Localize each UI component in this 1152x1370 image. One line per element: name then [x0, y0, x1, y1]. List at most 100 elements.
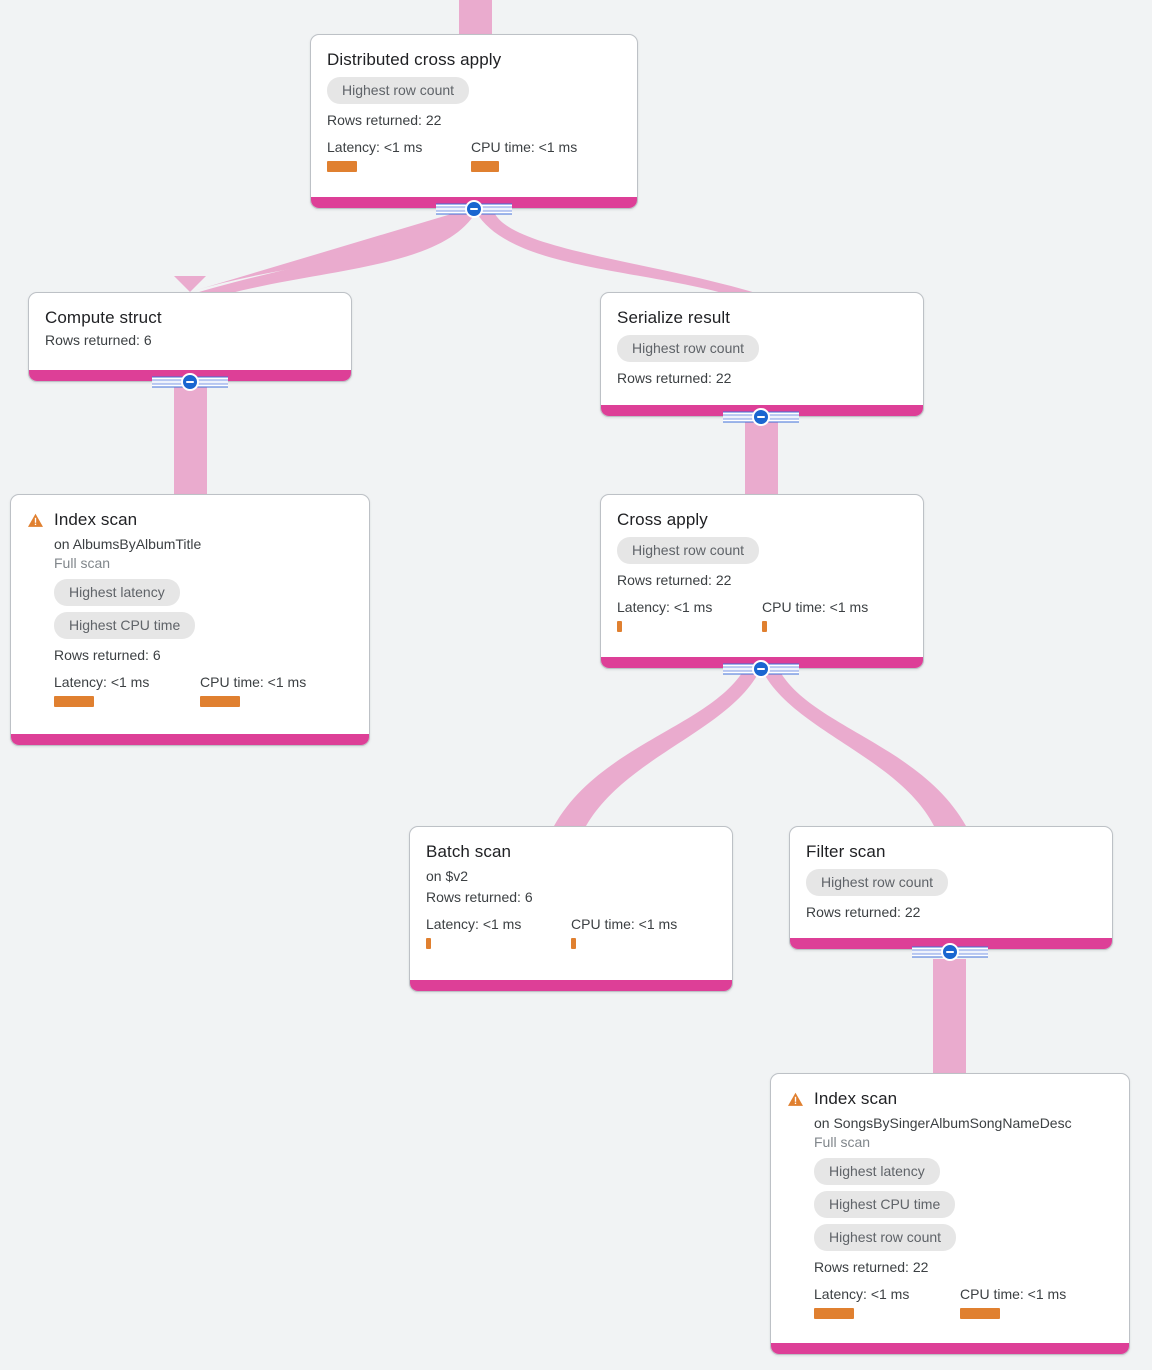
node-chips: Highest latency Highest CPU time [54, 579, 353, 639]
metric-cpu-label: CPU time: <1 ms [571, 916, 678, 932]
metric-latency-bar [327, 161, 357, 172]
node-rows-returned: Rows returned: 22 [806, 904, 921, 920]
edge-incoming-root [459, 0, 492, 36]
node-header: Compute struct [45, 307, 335, 329]
metric-cpu-label: CPU time: <1 ms [960, 1286, 1067, 1302]
node-footer-bar [771, 1343, 1129, 1354]
metric-cpu-bar [762, 621, 767, 632]
metric-latency: Latency: <1 ms [426, 916, 571, 949]
node-rows-returned: Rows returned: 22 [617, 370, 732, 386]
minus-icon [181, 373, 199, 391]
chip-highest-latency: Highest latency [54, 579, 180, 606]
plan-node-serialize-result[interactable]: Serialize result Highest row count Rows … [600, 292, 924, 417]
collapse-toggle-filter-scan[interactable] [912, 941, 988, 963]
node-details: on AlbumsByAlbumTitle Full scan Highest … [27, 535, 353, 707]
minus-icon [752, 660, 770, 678]
node-footer-bar [11, 734, 369, 745]
chip-highest-row-count: Highest row count [617, 537, 760, 564]
node-metrics: Latency: <1 ms CPU time: <1 ms [617, 599, 907, 632]
plan-node-cross-apply[interactable]: Cross apply Highest row count Rows retur… [600, 494, 924, 669]
node-header: Distributed cross apply [327, 49, 621, 71]
node-content: Filter scan Highest row count Rows retur… [790, 827, 1112, 934]
node-rows-returned: Rows returned: 22 [327, 112, 442, 128]
minus-icon [752, 408, 770, 426]
plan-node-index-scan-albums[interactable]: Index scan on AlbumsByAlbumTitle Full sc… [10, 494, 370, 746]
node-rows-returned: Rows returned: 22 [814, 1259, 929, 1275]
node-title: Index scan [54, 510, 138, 529]
plan-node-compute-struct[interactable]: Compute struct Rows returned: 6 [28, 292, 352, 382]
node-subtitle: on AlbumsByAlbumTitle [54, 536, 202, 552]
metric-latency-label: Latency: <1 ms [617, 599, 713, 615]
node-header: Serialize result [617, 307, 907, 329]
collapse-toggle-cross-apply[interactable] [723, 658, 799, 680]
chip-highest-row-count: Highest row count [617, 335, 760, 362]
node-title: Distributed cross apply [327, 50, 502, 69]
node-content: Batch scan on $v2 Rows returned: 6 Laten… [410, 827, 732, 961]
warning-icon [787, 1092, 804, 1106]
node-title: Filter scan [806, 842, 886, 861]
chip-highest-row-count: Highest row count [327, 77, 470, 104]
node-chips: Highest latency Highest CPU time Highest… [814, 1158, 1113, 1251]
edge-compute-struct-to-index-scan [174, 383, 207, 495]
metric-cpu-bar [960, 1308, 1000, 1319]
node-header: Index scan [27, 509, 353, 531]
chip-highest-cpu-time: Highest CPU time [54, 612, 196, 639]
metric-latency-bar [814, 1308, 854, 1319]
collapse-toggle-serialize-result[interactable] [723, 406, 799, 428]
metric-cpu-time: CPU time: <1 ms [200, 674, 306, 707]
edge-filter-scan-to-index-scan [933, 959, 966, 1075]
node-chips: Highest row count [327, 77, 621, 104]
node-header: Filter scan [806, 841, 1096, 863]
node-details: on SongsBySingerAlbumSongNameDesc Full s… [787, 1114, 1113, 1319]
node-subtitle: on $v2 [426, 868, 469, 884]
node-title: Index scan [814, 1089, 898, 1108]
node-rows-returned: Rows returned: 22 [617, 572, 732, 588]
metric-latency-label: Latency: <1 ms [327, 139, 423, 155]
metric-cpu-time: CPU time: <1 ms [471, 139, 577, 172]
plan-node-batch-scan[interactable]: Batch scan on $v2 Rows returned: 6 Laten… [409, 826, 733, 992]
node-metrics: Latency: <1 ms CPU time: <1 ms [327, 139, 621, 172]
metric-cpu-time: CPU time: <1 ms [762, 599, 868, 632]
node-content: Serialize result Highest row count Rows … [601, 293, 923, 400]
plan-node-distributed-cross-apply[interactable]: Distributed cross apply Highest row coun… [310, 34, 638, 209]
chip-highest-row-count: Highest row count [814, 1224, 957, 1251]
node-chips: Highest row count [806, 869, 1096, 896]
metric-latency-label: Latency: <1 ms [814, 1286, 910, 1302]
collapse-toggle-compute-struct[interactable] [152, 371, 228, 393]
chip-highest-latency: Highest latency [814, 1158, 940, 1185]
node-metrics: Latency: <1 ms CPU time: <1 ms [814, 1286, 1113, 1319]
node-content: Index scan on AlbumsByAlbumTitle Full sc… [11, 495, 369, 719]
warning-icon [27, 513, 44, 527]
plan-node-filter-scan[interactable]: Filter scan Highest row count Rows retur… [789, 826, 1113, 950]
metric-latency-bar [426, 938, 431, 949]
metric-latency: Latency: <1 ms [54, 674, 200, 707]
metric-cpu-time: CPU time: <1 ms [960, 1286, 1066, 1319]
node-footer-bar [410, 980, 732, 991]
collapse-toggle-distributed-cross-apply[interactable] [436, 198, 512, 220]
metric-cpu-label: CPU time: <1 ms [471, 139, 578, 155]
node-title: Serialize result [617, 308, 731, 327]
node-header: Batch scan [426, 841, 716, 863]
node-title: Compute struct [45, 308, 162, 327]
chip-highest-cpu-time: Highest CPU time [814, 1191, 956, 1218]
edge-cross-apply-to-filter-scan-band [761, 668, 966, 842]
node-content: Compute struct Rows returned: 6 [29, 293, 351, 362]
metric-cpu-bar [571, 938, 576, 949]
node-title: Cross apply [617, 510, 708, 529]
edge-cross-apply-to-batch-scan-band [554, 668, 761, 842]
plan-node-index-scan-songs[interactable]: Index scan on SongsBySingerAlbumSongName… [770, 1073, 1130, 1355]
node-content: Distributed cross apply Highest row coun… [311, 35, 637, 184]
node-content: Index scan on SongsBySingerAlbumSongName… [771, 1074, 1129, 1331]
metric-latency: Latency: <1 ms [617, 599, 762, 632]
node-scan-note: Full scan [54, 555, 111, 571]
node-rows-returned: Rows returned: 6 [426, 889, 533, 905]
node-chips: Highest row count [617, 537, 907, 564]
metric-cpu-label: CPU time: <1 ms [200, 674, 307, 690]
chip-highest-row-count: Highest row count [806, 869, 949, 896]
node-header: Cross apply [617, 509, 907, 531]
node-metrics: Latency: <1 ms CPU time: <1 ms [426, 916, 716, 949]
metric-latency-bar [617, 621, 622, 632]
metric-cpu-bar [200, 696, 240, 707]
metric-latency-bar [54, 696, 94, 707]
